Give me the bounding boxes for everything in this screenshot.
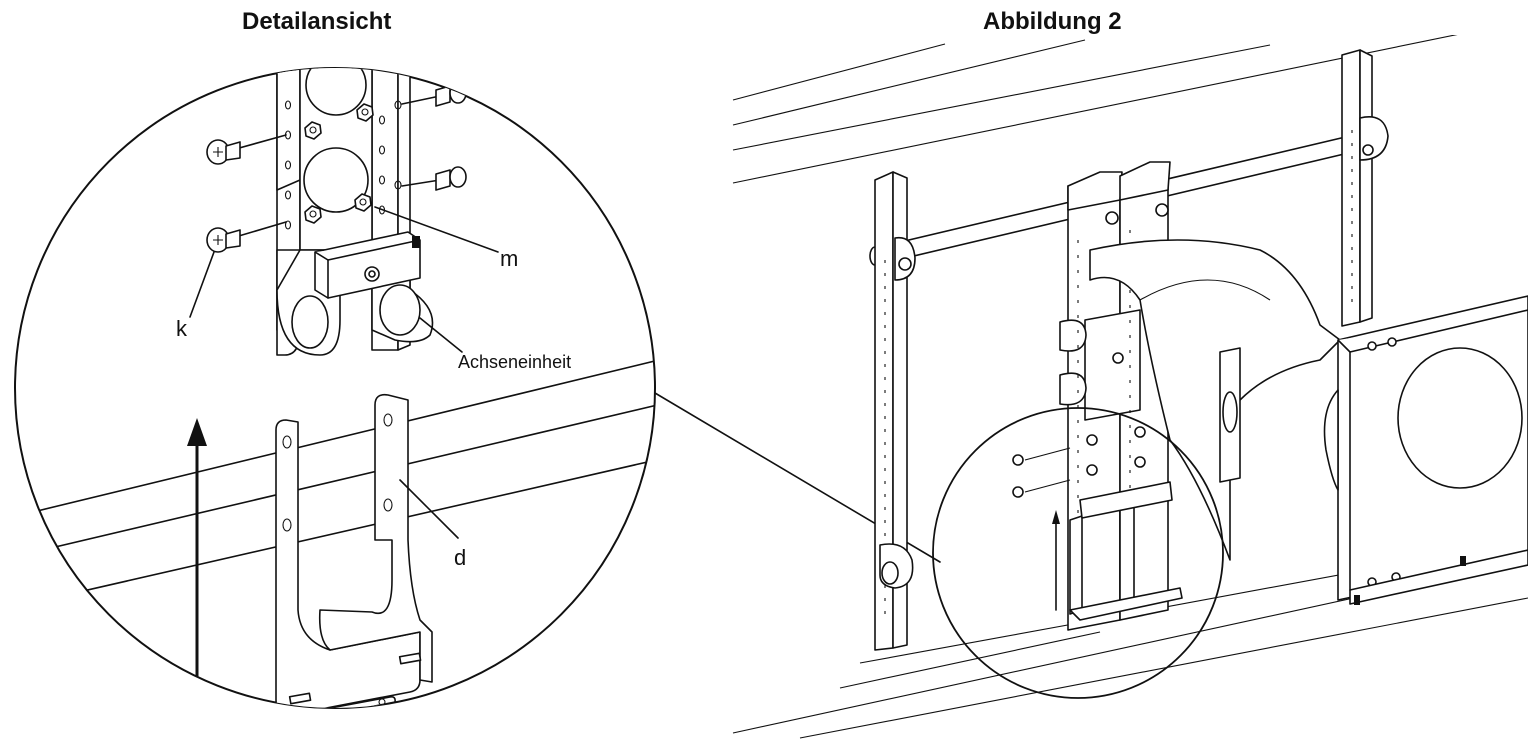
label-m: m [500,246,518,271]
main-tv-plate [1325,296,1528,605]
main-view [733,20,1528,738]
main-left-rail [875,172,915,650]
figure-title: Abbildung 2 [983,10,1122,34]
detail-view: k m d Achseneinheit [0,30,700,716]
label-k: k [176,316,188,341]
label-axle-unit: Achseneinheit [458,352,571,372]
main-right-rail [1342,50,1388,326]
label-d: d [454,545,466,570]
main-wall-lines-top [733,20,1528,183]
detail-view-title: Detailansicht [242,10,391,34]
